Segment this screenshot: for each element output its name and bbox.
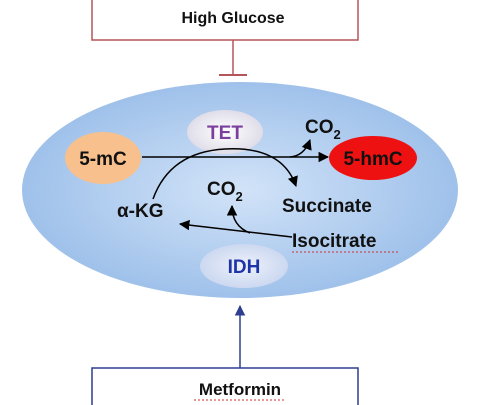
metformin-box-border [91, 367, 359, 405]
tet-enzyme: TET [187, 110, 263, 154]
metformin-label: Metformin [199, 380, 281, 399]
metformin-box: Metformin [91, 367, 359, 405]
akg-to-succinate-arrow [152, 148, 298, 200]
five-mc-ellipse [65, 132, 141, 184]
co2-middle-base: CO [207, 179, 236, 200]
high-glucose-box: High Glucose [91, 0, 359, 41]
five-hmc-ellipse [329, 136, 417, 180]
five-mc-node: 5-mC [65, 132, 141, 184]
isocitrate-to-akg-arrow [178, 219, 293, 238]
inhibition-arrow [219, 40, 247, 76]
co2-top-arrow [289, 139, 312, 158]
co2-middle-subscript: 2 [236, 189, 243, 204]
idh-label: IDH [228, 257, 261, 278]
succinate-label: Succinate [282, 196, 372, 217]
co2-top-label: CO2 [305, 117, 341, 142]
five-hmc-label: 5-hmC [343, 149, 402, 170]
co2-top-subscript: 2 [334, 127, 341, 142]
isocitrate-label: Isocitrate [292, 231, 376, 252]
co2-top: CO2 [289, 117, 341, 158]
five-hmc-node: 5-hmC [329, 136, 417, 180]
cell-ellipse [22, 82, 458, 298]
high-glucose-box-border [91, 0, 359, 41]
co2-middle-arrow [226, 204, 251, 234]
idh-ellipse [200, 244, 288, 288]
co2-middle: CO2 [207, 179, 243, 204]
high-glucose-label: High Glucose [181, 10, 284, 27]
co2-top-base: CO [305, 117, 334, 138]
tet-ellipse [187, 110, 263, 154]
idh-enzyme: IDH [200, 244, 288, 288]
tet-label: TET [207, 123, 243, 144]
alpha-kg-label: α-KG [117, 201, 164, 222]
five-mc-label: 5-mC [79, 149, 127, 170]
co2-middle-label: CO2 [207, 179, 243, 204]
